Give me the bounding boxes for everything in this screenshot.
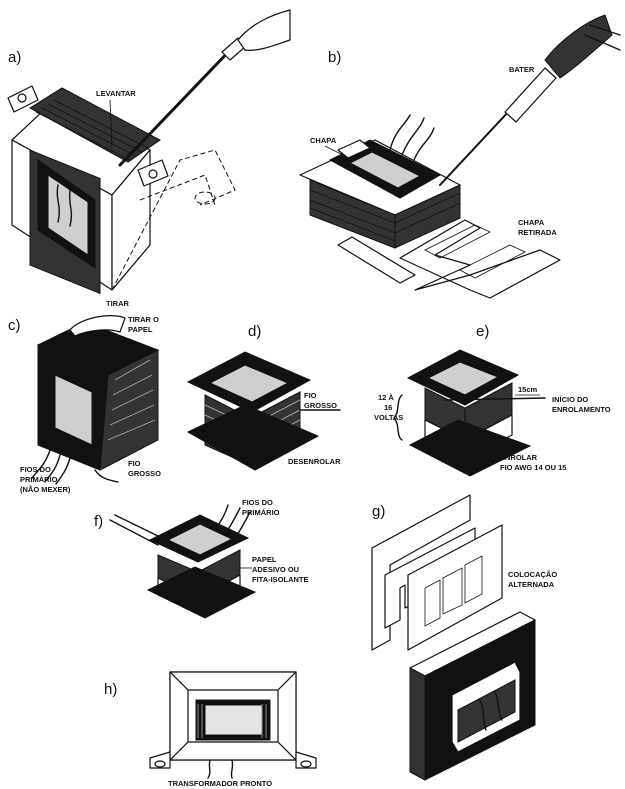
panel-g-assembled-core [409,611,536,781]
label-tirar-o: TIRAR O [128,315,159,324]
label-primario-f: PRIMÁRIO [242,508,280,517]
label-enrolar: ENROLAR [500,453,538,462]
panel-a-transformer [7,9,291,295]
label-adesivo-ou: ADESIVO OU [252,565,299,574]
panel-g-laminations [371,494,503,651]
panel-c-letter: c) [8,317,21,334]
panel-b-transformer [299,14,621,299]
label-tirar: TIRAR [106,299,129,308]
panel-h: h) TRANSFORMADOR PRONTO [104,671,317,788]
panel-h-letter: h) [104,681,117,698]
label-papel-f: PAPEL [252,555,277,564]
panel-a: a) LEV [7,9,291,308]
label-fios-do-f: FIOS DO [242,498,273,507]
label-levantar: LEVANTAR [96,89,136,98]
panel-e-coil [393,349,546,477]
panel-d: d) FIO GROSSO DESENROLAR [186,323,341,471]
label-desenrolar: DESENROLAR [288,457,341,466]
label-grosso-d: GROSSO [304,401,337,410]
label-enrolamento: ENROLAMENTO [552,405,611,414]
label-alternada: ALTERNADA [508,580,555,589]
panel-e-letter: e) [476,323,489,340]
label-nao-mexer: (NÃO MEXER) [20,485,71,494]
panel-a-letter: a) [8,49,21,66]
label-inicio-do: INÍCIO DO [552,395,588,404]
label-grosso: GROSSO [128,469,161,478]
label-papel: PAPEL [128,325,153,334]
panel-e: e) 12 À 16 VOLTAS 15cm INÍCIO DO ENROLAM… [374,323,611,477]
label-colocacao: COLOCAÇÃO [508,570,557,579]
label-bater: BATER [509,65,535,74]
panel-c-coil [31,315,160,485]
panel-f-coil [109,504,257,619]
panel-b-letter: b) [328,49,341,66]
label-fita-isolante: FITA-ISOLANTE [252,575,309,584]
panel-d-coil [186,351,341,471]
panel-f: f) FIOS DO PRIMÁRIO PAPEL ADESIVO OU FIT… [94,498,309,619]
label-fio: FIO [128,459,141,468]
label-chapa-retirada-2: RETIRADA [518,228,557,237]
label-15cm: 15cm [518,385,538,394]
label-chapa-retirada-1: CHAPA [518,218,545,227]
label-16: 16 [384,403,392,412]
panel-g-letter: g) [372,503,385,520]
label-fios-do: FIOS DO [20,465,51,474]
label-chapa: CHAPA [310,136,337,145]
panel-d-letter: d) [248,323,261,340]
label-fio-awg: FIO AWG 14 OU 15 [500,463,566,472]
label-transformador-pronto: TRANSFORMADOR PRONTO [168,779,272,788]
panel-f-letter: f) [94,513,103,530]
panel-c: c) TIRAR O PAPEL FIOS DO PRIMÁRIO (NÃO M… [8,315,161,494]
panel-g: g) COLOCAÇÃO ALTERNADA [371,494,557,781]
label-12-a: 12 À [378,393,394,402]
label-fio-d: FIO [304,391,317,400]
label-primario: PRIMÁRIO [20,475,58,484]
label-voltas: VOLTAS [374,413,403,422]
panel-b: b) BATER CHAPA CHAPA R [299,14,621,299]
panel-h-finished-transformer [149,671,317,779]
